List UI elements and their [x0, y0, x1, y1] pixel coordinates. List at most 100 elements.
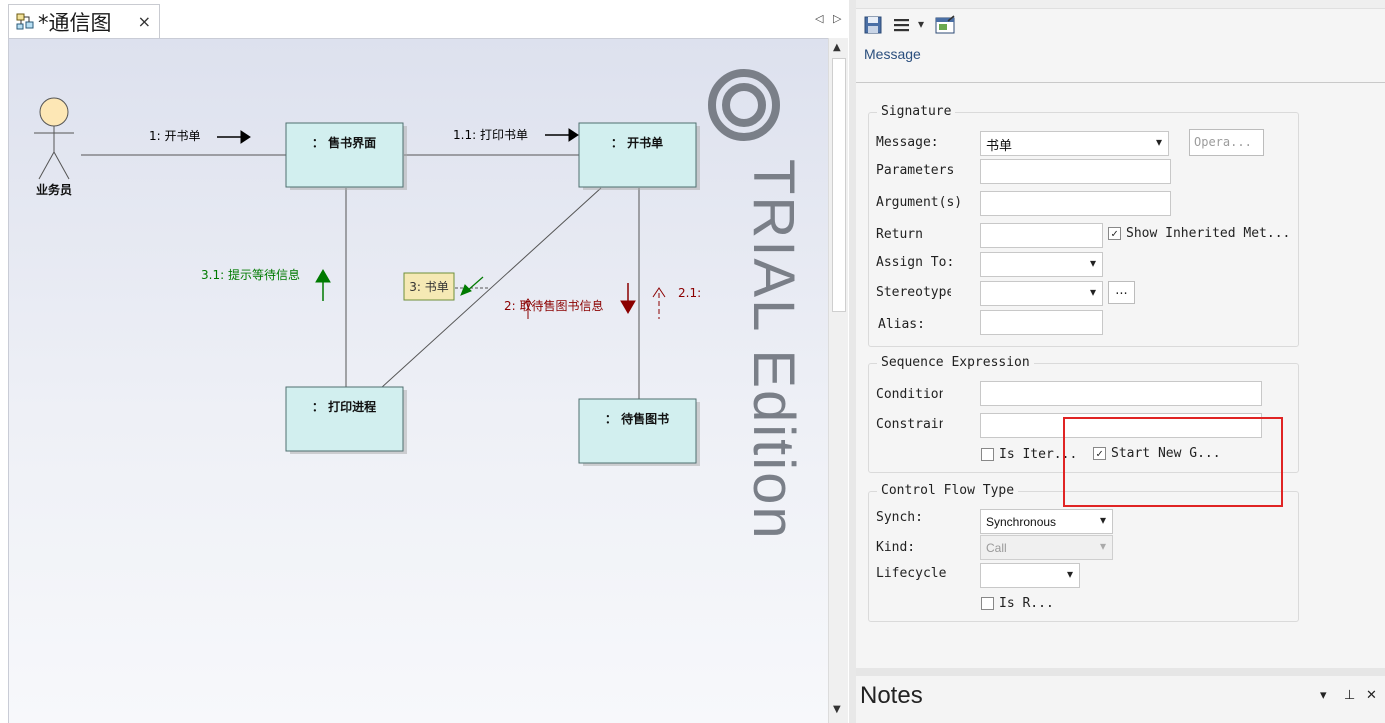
sequence-group: Sequence Expression: [868, 355, 1299, 473]
condition-field[interactable]: [980, 381, 1262, 406]
close-icon[interactable]: ×: [137, 12, 151, 31]
operation-button[interactable]: Opera...: [1189, 129, 1264, 156]
highlight-box: [1063, 417, 1283, 507]
parameters-field[interactable]: [980, 159, 1171, 184]
kind-combo[interactable]: Call: [980, 535, 1113, 560]
is-return-label: Is R...: [999, 596, 1054, 611]
assign-to-label: Assign To:: [876, 255, 955, 270]
lifecycle-label: Lifecycle: [876, 566, 947, 581]
parameters-label: Parameters: [876, 163, 955, 178]
arguments-field[interactable]: [980, 191, 1171, 216]
actor-name: 业务员: [36, 182, 72, 197]
kind-value: Call: [986, 541, 1007, 555]
stereotype-button[interactable]: ...: [1108, 281, 1135, 304]
tab-message[interactable]: Message: [864, 46, 921, 62]
show-inherited-label: Show Inherited Met...: [1126, 226, 1291, 241]
condition-label: Condition: [876, 387, 943, 402]
is-iterative-checkbox[interactable]: Is Iter...: [981, 447, 1077, 462]
signature-group: Signature: [868, 104, 1299, 347]
tab-divider: [856, 82, 1385, 83]
message-3-arrow: [460, 276, 484, 296]
svg-text:： 待售图书: ： 待售图书: [605, 411, 669, 426]
message-2-return-arrow: [523, 298, 533, 319]
synch-value: Synchronous: [986, 515, 1057, 529]
close-icon[interactable]: ✕: [1366, 688, 1377, 703]
show-inherited-check-icon: ✓: [1108, 227, 1121, 240]
pin-icon[interactable]: ⊥: [1344, 688, 1356, 703]
kind-label: Kind:: [876, 540, 916, 555]
synch-label: Synch:: [876, 510, 923, 525]
object-open-order: ： 开书单: [578, 122, 700, 190]
links: [81, 154, 640, 400]
svg-text:3: 书单: 3: 书单: [409, 280, 449, 294]
panel-splitter[interactable]: [849, 0, 856, 723]
message-1-label: 1: 开书单: [149, 129, 201, 143]
properties-panel: ▾ Message Signature Message: 书单 Opera...…: [856, 0, 1385, 668]
return-label: Return: [876, 227, 923, 242]
properties-header-strip: [856, 0, 1385, 9]
message-3-1-label: 3.1: 提示等待信息: [201, 267, 300, 282]
message-label: Message:: [876, 135, 939, 150]
is-iterative-label: Is Iter...: [999, 447, 1078, 462]
show-inherited-checkbox[interactable]: ✓ Show Inherited Met...: [1108, 226, 1290, 241]
diagram-canvas[interactable]: 业务员 ： 售书界面 ： 开书单 ： 打印进程 ： 待售图书: [8, 38, 828, 723]
assign-to-combo[interactable]: [980, 252, 1103, 277]
properties-toolbar: ▾: [856, 10, 1385, 38]
link-open-order-print: [380, 187, 602, 389]
actor-figure: [34, 97, 74, 180]
object-pending-books: ： 待售图书: [578, 398, 700, 466]
object-sell-ui: ： 售书界面: [285, 122, 407, 190]
is-return-checkbox[interactable]: Is R...: [981, 596, 1054, 611]
tab-next-icon[interactable]: ▷: [833, 12, 842, 25]
save-icon[interactable]: [862, 14, 884, 36]
message-3-1-arrow: [315, 269, 331, 301]
trial-logo: [708, 69, 780, 141]
trial-watermark: TRIAL Edition: [741, 159, 806, 541]
alias-label: Alias:: [878, 317, 925, 332]
message-2-label: 2: 取待售图书信息: [504, 298, 604, 313]
control-flow-title: Control Flow Type: [877, 483, 1019, 498]
communication-diagram: 业务员 ： 售书界面 ： 开书单 ： 打印进程 ： 待售图书: [34, 69, 806, 541]
message-1-1-label: 1.1: 打印书单: [453, 128, 528, 142]
svg-text:： 售书界面: ： 售书界面: [312, 135, 376, 150]
signature-title: Signature: [877, 104, 956, 119]
message-2-1-arrow: [652, 287, 666, 319]
note-booklist: 3: 书单: [403, 272, 489, 301]
message-2-1-label: 2.1:: [678, 286, 701, 300]
alias-field[interactable]: [980, 310, 1103, 335]
message-2-arrow: [620, 283, 636, 314]
properties-icon[interactable]: [934, 14, 956, 36]
tab-prev-icon[interactable]: ◁: [815, 12, 824, 25]
start-new-group-label: Start New G...: [1111, 446, 1221, 461]
start-new-group-checkbox[interactable]: ✓ Start New G...: [1093, 446, 1221, 461]
vertical-scrollbar[interactable]: ▲ ▼: [828, 38, 848, 723]
synch-combo[interactable]: Synchronous: [980, 509, 1113, 534]
scroll-down-icon[interactable]: ▼: [833, 704, 841, 715]
diagram-tab[interactable]: *通信图 ×: [8, 4, 160, 38]
communication-diagram-icon: [16, 13, 34, 29]
svg-text:： 打印进程: ： 打印进程: [312, 399, 376, 414]
return-field[interactable]: [980, 223, 1103, 248]
start-new-group-check-icon: ✓: [1093, 447, 1106, 460]
arguments-label: Argument(s): [876, 195, 963, 210]
object-print-process: ： 打印进程: [285, 386, 407, 454]
menu-icon[interactable]: [892, 14, 914, 36]
stereotype-label: Stereotype: [876, 285, 951, 300]
document-tab-strip: *通信图 × ◁ ▷: [0, 0, 855, 38]
control-flow-group: Control Flow Type: [868, 483, 1299, 622]
is-iterative-check-icon: [981, 448, 994, 461]
notes-title: Notes: [860, 682, 923, 709]
scroll-thumb[interactable]: [832, 58, 846, 312]
scroll-up-icon[interactable]: ▲: [833, 42, 841, 53]
menu-caret-icon[interactable]: ▾: [918, 17, 925, 31]
message-combo[interactable]: 书单: [980, 131, 1169, 156]
notes-panel: Notes ▾ ⊥ ✕: [856, 668, 1385, 723]
dropdown-icon[interactable]: ▾: [1320, 688, 1327, 703]
message-1-arrow: [217, 130, 251, 144]
sequence-title: Sequence Expression: [877, 355, 1034, 370]
constraint-label: Constraint: [876, 417, 943, 432]
stereotype-combo[interactable]: [980, 281, 1103, 306]
lifecycle-combo[interactable]: [980, 563, 1080, 588]
is-return-check-icon: [981, 597, 994, 610]
notes-header: Notes ▾ ⊥ ✕: [856, 676, 1385, 723]
